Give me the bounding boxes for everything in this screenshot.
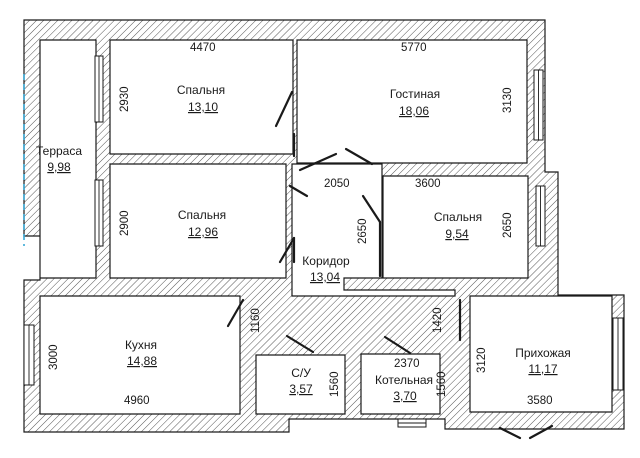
dim-boiler-height: 1560 — [436, 371, 448, 397]
room-name-hall: Прихожая — [515, 346, 571, 360]
room-name-living: Гостиная — [390, 87, 440, 101]
room-name-boiler: Котельная — [375, 373, 433, 387]
dim-hall-height: 3120 — [476, 347, 488, 373]
dim-kitchen-height: 3000 — [48, 344, 60, 370]
dim-corridor-height: 2650 — [357, 218, 369, 244]
dim-kitchen-width: 4960 — [124, 395, 150, 407]
window-bedroom-top — [94, 55, 104, 123]
dim-bedroom-right-width: 3600 — [415, 178, 441, 190]
room-name-corridor: Коридор — [302, 254, 350, 268]
room-area-boiler: 3,70 — [393, 389, 417, 403]
dim-corridor-width: 2050 — [324, 178, 350, 190]
room-labels: Спальня 13,10 Гостиная 18,06 Терраса 9,9… — [36, 83, 571, 403]
door-corridor — [288, 184, 309, 198]
door-entry-left — [498, 426, 522, 440]
door-bedroom-top — [274, 90, 294, 128]
room-area-living: 18,06 — [399, 104, 429, 118]
room-area-corridor: 13,04 — [310, 270, 340, 284]
door-boiler — [383, 335, 412, 355]
dim-bedroom-mid-height: 2900 — [119, 210, 131, 236]
dim-bathroom-height: 1560 — [329, 371, 341, 397]
window-boiler — [397, 418, 427, 428]
room-name-bathroom: С/У — [291, 366, 311, 380]
dim-bedroom-top-height: 2930 — [119, 86, 131, 112]
room-area-terrace: 9,98 — [47, 160, 71, 174]
dim-bedroom-top-width: 4470 — [190, 42, 216, 54]
dim-bedroom-right-height: 2650 — [502, 212, 514, 238]
room-name-kitchen: Кухня — [125, 338, 157, 352]
room-area-bedroom-mid: 12,96 — [188, 225, 218, 239]
room-area-bedroom-right: 9,54 — [445, 227, 469, 241]
room-area-hall: 11,17 — [528, 362, 557, 376]
window-bedroom-mid — [94, 179, 104, 247]
dim-kitchen-gap: 1160 — [250, 308, 262, 333]
dim-hall-gap: 1420 — [432, 307, 444, 333]
dim-living-height: 3130 — [502, 87, 514, 113]
dim-living-width: 5770 — [401, 42, 427, 54]
room-area-kitchen: 14,88 — [127, 354, 157, 368]
door-bedroom-right — [361, 194, 382, 224]
room-name-bedroom-right: Спальня — [434, 210, 482, 224]
door-bathroom — [285, 334, 315, 354]
door-living — [344, 147, 374, 166]
door-kitchen — [226, 298, 245, 328]
window-kitchen — [23, 324, 35, 386]
window-hall — [612, 317, 624, 391]
dimension-labels: 4470 5770 2050 3600 4960 2370 3580 2930 … — [48, 42, 553, 407]
room-name-terrace: Терраса — [36, 144, 82, 158]
door-entry-right — [528, 424, 554, 440]
door-living-2 — [298, 152, 338, 172]
dim-boiler-width: 2370 — [394, 358, 420, 370]
room-area-bathroom: 3,57 — [289, 382, 313, 396]
doors — [226, 90, 554, 440]
window-bedroom-right — [535, 185, 546, 247]
room-area-bedroom-top: 13,10 — [188, 100, 218, 114]
room-name-bedroom-top: Спальня — [177, 83, 225, 97]
window-living — [533, 69, 544, 141]
dim-hall-width: 3580 — [527, 395, 553, 407]
door-bedroom-mid — [278, 236, 296, 264]
room-name-bedroom-mid: Спальня — [178, 208, 226, 222]
windows — [23, 55, 624, 428]
